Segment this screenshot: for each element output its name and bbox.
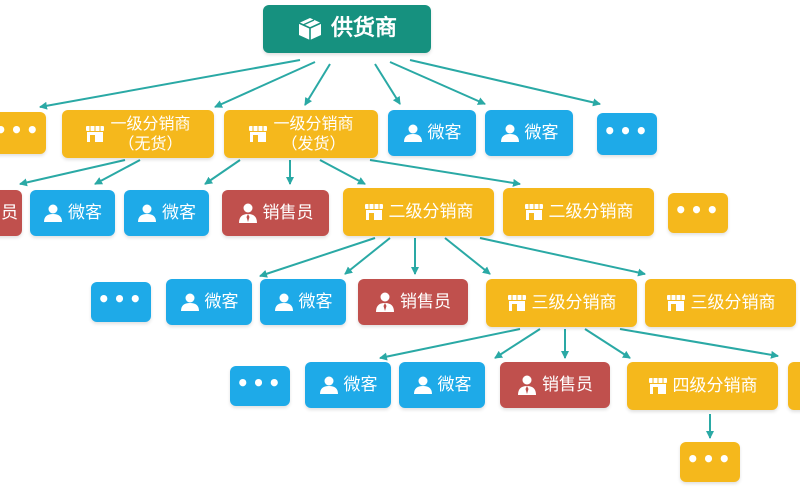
more-node[interactable]: •••: [0, 112, 46, 154]
wechat-customer-node[interactable]: 微客: [485, 110, 573, 156]
salesperson-node[interactable]: 销售员: [358, 279, 468, 325]
more-dots: •••: [686, 447, 734, 471]
salesperson-node[interactable]: 销售员: [500, 362, 610, 408]
more-node[interactable]: •••: [680, 442, 740, 482]
wechat-customer-label: 微客: [343, 374, 378, 395]
connector-arrow: [479, 237, 646, 277]
more-dots: •••: [674, 198, 722, 222]
user-icon: [137, 204, 157, 222]
connector-arrow: [444, 237, 491, 275]
supplier-label: 供货商: [330, 15, 397, 41]
wechat-customer-label: 微客: [162, 202, 196, 223]
more-node[interactable]: •••: [668, 193, 728, 233]
salesperson-label: 销售员: [400, 291, 451, 312]
more-node[interactable]: •••: [91, 282, 151, 322]
distributor-label: 三级分销商: [531, 292, 617, 313]
more-dots: •••: [97, 287, 145, 311]
distributor-node-clipped[interactable]: [788, 362, 800, 410]
wechat-customer-node[interactable]: 微客: [399, 362, 485, 408]
salesperson-icon: [375, 292, 395, 312]
level1-distributor-no-stock-node[interactable]: 一级分销商 （无货）: [62, 110, 214, 158]
wechat-customer-label: 微客: [68, 202, 102, 223]
connector-arrow: [494, 328, 541, 359]
level4-distributor-node[interactable]: 四级分销商: [627, 362, 778, 410]
connector-arrow: [94, 159, 141, 185]
level1-distributor-shipping-node[interactable]: 一级分销商 （发货）: [224, 110, 378, 158]
wechat-customer-node[interactable]: 微客: [30, 190, 115, 236]
store-icon: [507, 294, 527, 312]
more-node[interactable]: •••: [230, 366, 290, 406]
distributor-label: 二级分销商: [388, 201, 474, 222]
connector-arrow: [19, 159, 126, 187]
wechat-customer-node[interactable]: 微客: [388, 110, 476, 156]
salesperson-label: 员: [1, 202, 18, 223]
user-icon: [403, 124, 423, 142]
distributor-sublabel: （发货）: [281, 134, 346, 153]
level3-distributor-node[interactable]: 三级分销商: [486, 279, 637, 327]
level2-distributor-node[interactable]: 二级分销商: [343, 188, 494, 236]
connector-arrow: [584, 328, 631, 359]
level2-distributor-node[interactable]: 二级分销商: [503, 188, 654, 236]
wechat-customer-label: 微客: [524, 122, 559, 143]
wechat-customer-node[interactable]: 微客: [305, 362, 391, 408]
distributor-sublabel: （无货）: [118, 134, 183, 153]
connector-arrow: [389, 61, 486, 105]
connector-arrow: [374, 63, 401, 105]
connector-arrow: [379, 328, 521, 361]
user-icon: [319, 376, 339, 394]
connector-arrow: [369, 159, 521, 187]
connector-arrow: [204, 159, 241, 185]
connector-arrow: [39, 59, 301, 110]
distributor-label: 三级分销商: [690, 292, 776, 313]
more-node[interactable]: •••: [597, 113, 657, 155]
store-icon: [364, 203, 384, 221]
connector-arrow: [409, 59, 601, 107]
wechat-customer-node[interactable]: 微客: [166, 279, 252, 325]
box-icon: [297, 16, 323, 42]
connector-arrow: [214, 61, 316, 108]
connector-arrow: [619, 328, 779, 359]
user-icon: [180, 293, 200, 311]
user-icon: [413, 376, 433, 394]
salesperson-icon: [517, 375, 537, 395]
more-dots: •••: [236, 371, 284, 395]
store-icon: [524, 203, 544, 221]
supplier-node[interactable]: 供货商: [263, 5, 431, 53]
wechat-customer-node[interactable]: 微客: [124, 190, 209, 236]
salesperson-label: 销售员: [262, 202, 314, 223]
salesperson-node[interactable]: 销售员: [222, 190, 329, 236]
more-dots: •••: [0, 118, 42, 142]
connector-arrow: [319, 159, 366, 185]
salesperson-label: 销售员: [542, 374, 593, 395]
distributor-label: 一级分销商: [110, 114, 191, 133]
distributor-label: 二级分销商: [548, 201, 634, 222]
level3-distributor-node[interactable]: 三级分销商: [645, 279, 796, 327]
connector-arrow: [259, 237, 376, 278]
wechat-customer-node[interactable]: 微客: [260, 279, 346, 325]
connector-arrow: [344, 237, 391, 275]
store-icon: [248, 125, 268, 143]
wechat-customer-label: 微客: [204, 291, 239, 312]
salesperson-icon: [238, 203, 258, 223]
wechat-customer-label: 微客: [427, 122, 462, 143]
store-icon: [85, 125, 105, 143]
store-icon: [666, 294, 686, 312]
user-icon: [274, 293, 294, 311]
salesperson-node-clipped[interactable]: 员: [0, 190, 22, 236]
user-icon: [43, 204, 63, 222]
user-icon: [500, 124, 520, 142]
distributor-label: 一级分销商: [273, 114, 354, 133]
store-icon: [648, 377, 668, 395]
wechat-customer-label: 微客: [437, 374, 472, 395]
distributor-label: 四级分销商: [672, 375, 758, 396]
wechat-customer-label: 微客: [298, 291, 333, 312]
more-dots: •••: [603, 119, 651, 143]
connector-arrow: [304, 63, 331, 106]
